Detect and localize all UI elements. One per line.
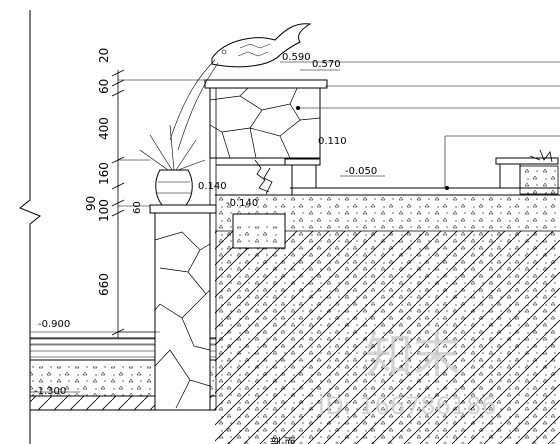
stone-wall [154,85,321,411]
dim-label-20: 20 [97,48,111,63]
shrubs [254,149,553,195]
elev-label-neg0140: -0.140 [226,198,258,209]
watermark-logo: 知末 [365,328,461,384]
break-line [19,10,41,444]
watermark-id: ID: 166786186 [318,392,497,420]
urn-pot [139,124,206,206]
dim-label-100: 100 [97,199,111,222]
elev-label-neg1300: -1.300 [34,386,66,397]
leader-dot [445,186,449,190]
fish-sculpture [169,23,312,151]
dim-label-160: 160 [97,162,111,185]
elev-label-0570: 0.570 [312,59,341,70]
elev-label-neg0900: -0.900 [38,319,70,330]
leader-dot [296,106,300,110]
bottom-caption: 剖 面 [270,435,296,444]
dim-label-60b: 60 [132,201,143,214]
paving-profile [216,164,560,195]
leader-lines [30,61,560,393]
elev-label-0140: 0.140 [198,181,227,192]
ground-fill [215,194,560,444]
dim-label-400: 400 [97,117,111,140]
dim-label-60a: 60 [97,79,111,94]
dim-label-660: 660 [97,273,111,296]
elev-label-0110: 0.110 [318,136,347,147]
planter-box [232,213,286,249]
elev-label-neg0050: -0.050 [345,166,377,177]
elev-label-0590: 0.590 [282,52,311,63]
dim-label-90: 90 [84,196,98,211]
